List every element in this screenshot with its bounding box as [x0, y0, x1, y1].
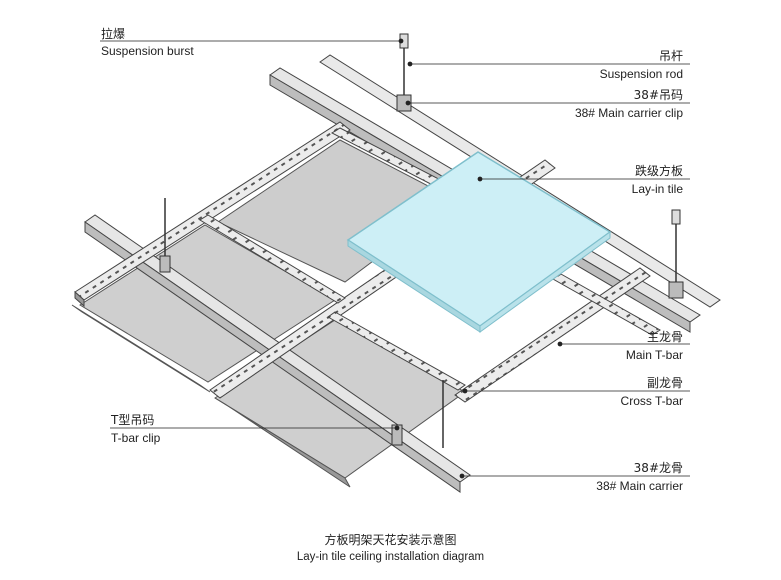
label-main-tbar-zh: 主龙骨 [646, 330, 683, 344]
label-tbar-clip-en: T-bar clip [111, 431, 161, 445]
label-main-carrier-clip-en: 38# Main carrier clip [574, 106, 683, 120]
cross-tbar [199, 214, 346, 304]
ceiling-panel [71, 304, 211, 393]
suspension-burst-graphic [671, 209, 681, 225]
suspension-rods [159, 33, 684, 448]
tbar-clip-graphic [391, 424, 403, 446]
diagram-caption-en: Lay-in tile ceiling installation diagram [296, 551, 485, 563]
label-suspension-burst-en: Suspension burst [101, 44, 194, 58]
label-cross-tbar-en: Cross T-bar [620, 394, 683, 408]
label-main-carrier-zh: 38#龙骨 [633, 461, 683, 475]
carrier-clip-graphic [668, 281, 684, 299]
lay-in-tile-graphic [346, 151, 612, 333]
label-suspension-burst-zh: 拉爆 [101, 27, 126, 41]
cross-tbars [199, 127, 661, 391]
label-suspension-rod-en: Suspension rod [599, 67, 683, 81]
label-main-carrier-en: 38# Main carrier [596, 479, 683, 493]
tbar-clip-graphic [159, 255, 171, 273]
main-tbar [74, 290, 85, 308]
label-main-tbar-en: Main T-bar [625, 348, 683, 362]
ceiling-panel [214, 397, 351, 488]
label-main-carrier-clip-zh: 38#吊码 [633, 88, 683, 102]
cross-tbar [327, 311, 466, 391]
label-lay-in-tile-zh: 跌级方板 [634, 164, 683, 178]
label-tbar-clip-zh: T型吊码 [111, 413, 155, 427]
diagram-caption-zh: 方板明架天花安装示意图 [324, 533, 457, 547]
label-suspension-rod-zh: 吊杆 [658, 49, 683, 63]
label-lay-in-tile-en: Lay-in tile [631, 182, 683, 196]
leader-lines [100, 38, 690, 479]
label-cross-tbar-zh: 副龙骨 [646, 376, 683, 390]
